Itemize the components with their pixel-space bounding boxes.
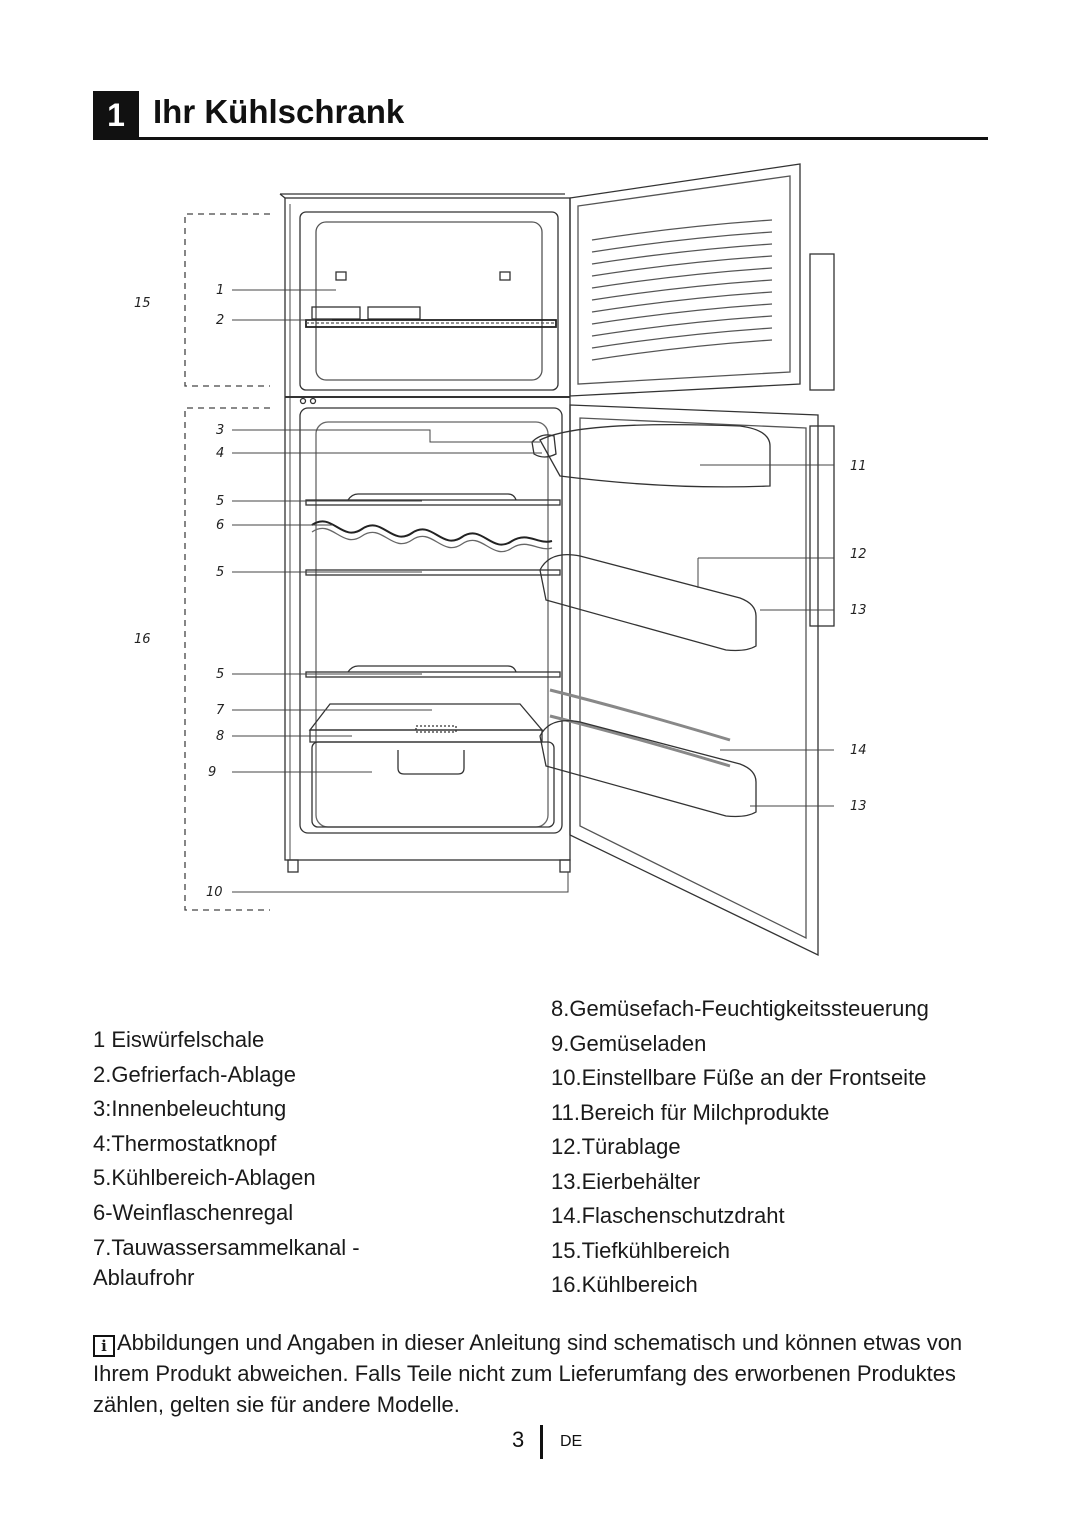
info-icon: i: [93, 1335, 115, 1357]
section-number-badge: 1: [93, 91, 139, 140]
note-text: Abbildungen und Angaben in dieser Anleit…: [93, 1330, 963, 1417]
legend-item: 1 Eiswürfelschale: [93, 1027, 265, 1052]
legend-item: 7.Tauwassersammelkanal - Ablaufrohr: [93, 1235, 360, 1290]
callout-15: 15: [134, 296, 151, 311]
page-header: 1 Ihr Kühlschrank: [93, 91, 988, 140]
legend-item: 8.Gemüsefach-Feuchtigkeitssteuerung: [551, 996, 929, 1021]
legend-item: 14.Flaschenschutzdraht: [551, 1203, 785, 1228]
callout-16: 16: [134, 632, 151, 647]
legend-item: 5.Kühlbereich-Ablagen: [93, 1165, 316, 1190]
callout-13a: 13: [850, 603, 867, 618]
callout-8: 8: [216, 729, 224, 744]
page-number: 3: [512, 1427, 525, 1452]
legend-item: 2.Gefrierfach-Ablage: [93, 1061, 296, 1087]
legend-item: 12.Türablage: [551, 1134, 681, 1159]
callout-1: 1: [216, 283, 224, 298]
legend-item: 4:Thermostatknopf: [93, 1130, 277, 1156]
callout-5c: 5: [216, 667, 224, 682]
legend-item: 9.Gemüseladen: [551, 1030, 707, 1056]
legend-left: 1 Eiswürfelschale 2.Gefrierfach-Ablage 3…: [93, 1023, 513, 1293]
language-code: DE: [560, 1433, 583, 1450]
callout-5a: 5: [216, 494, 224, 509]
callout-14: 14: [850, 743, 867, 758]
callout-13b: 13: [850, 799, 867, 814]
legend-item: 10.Einstellbare Füße an der Frontseite: [551, 1065, 927, 1090]
callout-9: 9: [208, 765, 216, 780]
legend-item: 16.Kühlbereich: [551, 1272, 698, 1297]
page-title: Ihr Kühlschrank: [153, 93, 405, 130]
legend-item: 3:Innenbeleuchtung: [93, 1096, 287, 1121]
fridge-diagram: 1 2 3 4 5 6 5 5 7 8 9 10 11 12 13 14 13 …: [120, 160, 880, 965]
callout-5b: 5: [216, 565, 224, 580]
legend-item: 11.Bereich für Milchprodukte: [551, 1099, 830, 1125]
callout-4: 4: [216, 446, 224, 461]
footer-separator: [540, 1425, 543, 1459]
legend-item: 6-Weinflaschenregal: [93, 1199, 294, 1225]
legend-right: 8.Gemüsefach-Feuchtigkeitssteuerung 9.Ge…: [551, 992, 991, 1303]
title-rule: [139, 137, 988, 140]
callout-10: 10: [206, 885, 223, 900]
callout-6: 6: [216, 518, 224, 533]
callout-7: 7: [216, 703, 225, 718]
legend-item: 15.Tiefkühlbereich: [551, 1237, 730, 1263]
callout-12: 12: [850, 547, 867, 562]
callout-11: 11: [850, 459, 867, 474]
callout-2: 2: [216, 313, 224, 328]
legend-item: 13.Eierbehälter: [551, 1168, 701, 1194]
fridge-illustration: 1 2 3 4 5 6 5 5 7 8 9 10 11 12 13 14 13 …: [134, 163, 867, 957]
callout-3: 3: [216, 423, 224, 438]
